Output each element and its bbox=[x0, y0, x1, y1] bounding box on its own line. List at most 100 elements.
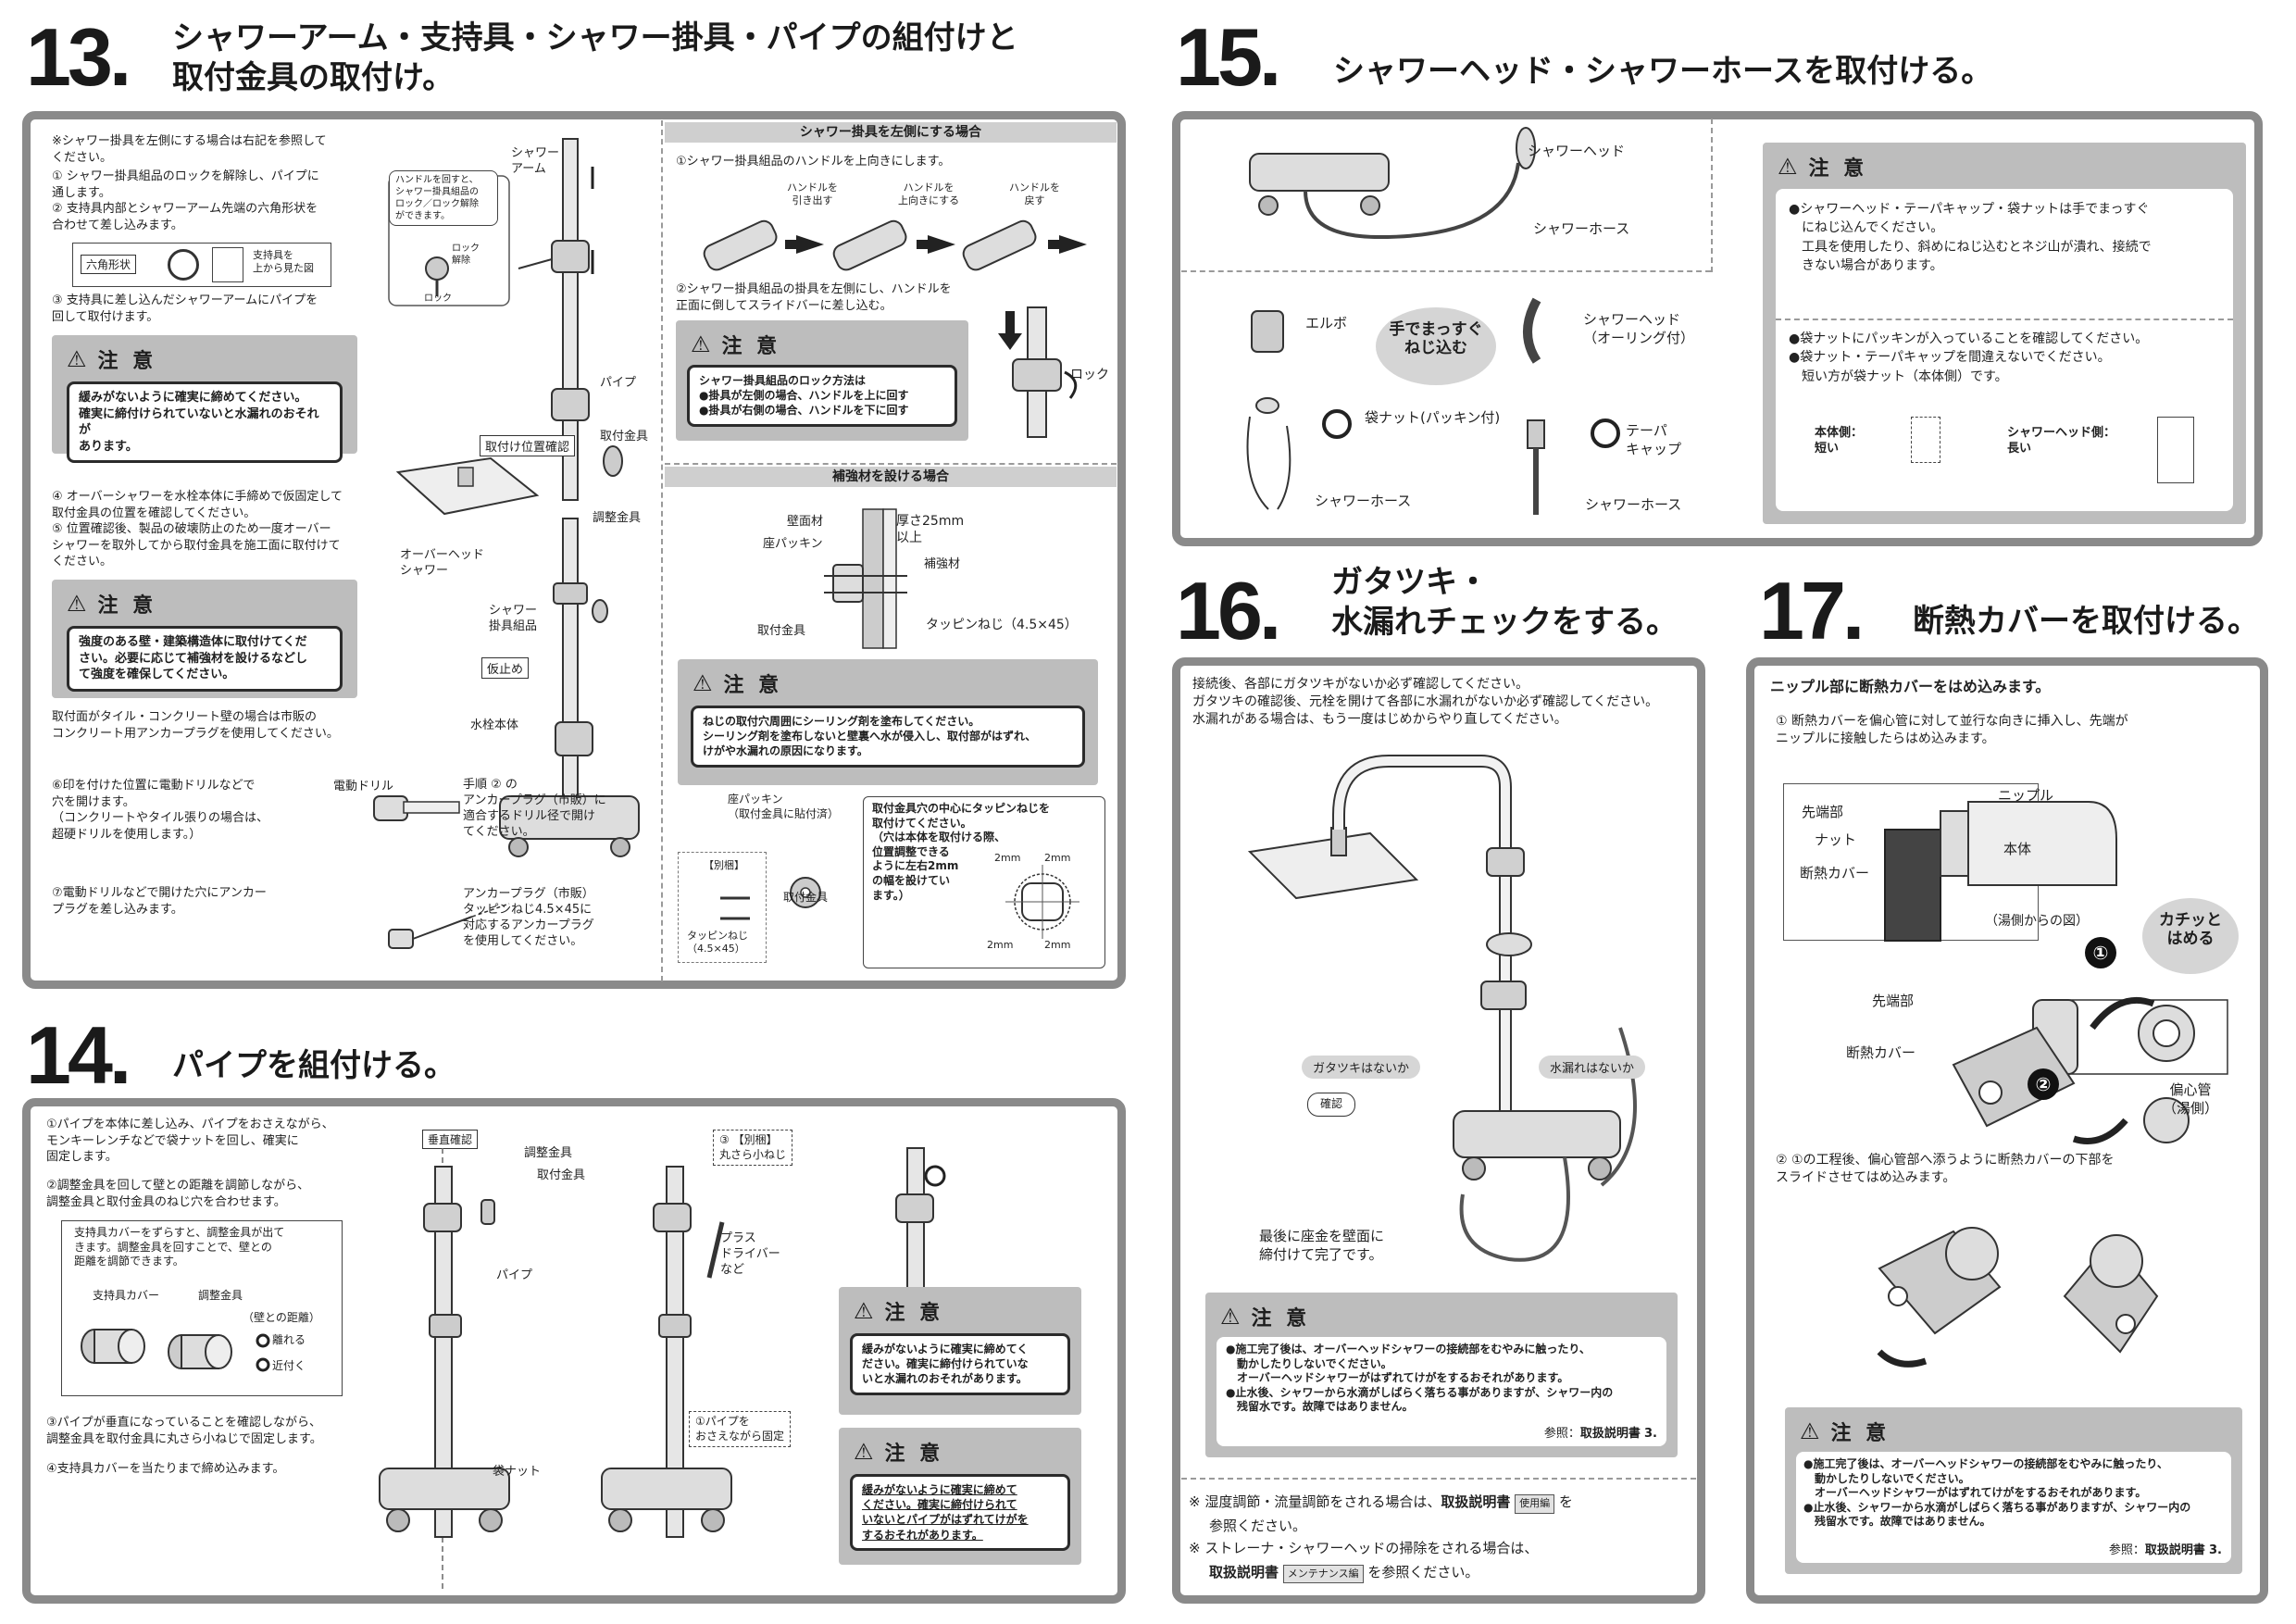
s14-pipe-illustrations bbox=[379, 1147, 946, 1593]
mm-bottom-left: 2mm bbox=[987, 939, 1014, 951]
s14-box-text: 支持具カバーをずらすと、調整金具が出て きます。調整金具を回すことで、壁との 距… bbox=[74, 1226, 285, 1268]
caution-heading: ⚠注 意 bbox=[854, 1298, 944, 1325]
s15-lbl-head: シャワーヘッド bbox=[1528, 143, 1626, 159]
s17-slide-illustration bbox=[1877, 1227, 2159, 1368]
lbl-lock-release: ロック 解除 bbox=[452, 244, 480, 266]
s15-lbl-hose-3: シャワーホース bbox=[1585, 496, 1682, 513]
step-16-number: 16. bbox=[1176, 565, 1281, 656]
s15-lbl-hose-2: シャワーホース bbox=[1315, 493, 1412, 509]
shower-head-hose-illustration bbox=[1249, 127, 1536, 240]
handle-step-b: ハンドルを 上向きにする bbox=[898, 181, 960, 207]
s17-body-illustration bbox=[1884, 801, 2117, 942]
s15-divider-v bbox=[1711, 119, 1713, 272]
s14-lbl-adjust-small: 調整金具 bbox=[198, 1289, 243, 1302]
hex-caption: 支持具を 上から見た図 bbox=[253, 249, 314, 275]
step-13-number: 13. bbox=[26, 11, 131, 103]
s13-step-6: ⑥印を付けた位置に電動ドリルなどで 穴を開けます。 （コンクリートやタイル張りの… bbox=[52, 779, 269, 842]
warning-triangle-icon: ⚠ bbox=[67, 346, 91, 372]
s13-pipe-illustration bbox=[373, 138, 640, 949]
elbow-nut-illustration bbox=[1246, 297, 1620, 515]
s17-balloon: カチッと はめる bbox=[2142, 898, 2239, 974]
lbl-temp-fix: 仮止め bbox=[481, 657, 530, 679]
s14-lbl-pipe: パイプ bbox=[496, 1268, 533, 1282]
s14-step3: ③パイプが垂直になっていることを確認しながら、 調整金具を取付金具に丸さら小ねじ… bbox=[46, 1416, 322, 1446]
s17-cover-fit-illustration bbox=[1952, 996, 2228, 1144]
left-side-step1: ①シャワー掛具組品のハンドルを上向きにします。 bbox=[676, 155, 951, 169]
s17-caution-body: ●施工完了後は、オーバーヘッドシャワーの接続部をむやみに触ったり、 動かしたりし… bbox=[1796, 1452, 2231, 1563]
s17-lbl-view: （湯側からの図） bbox=[1985, 914, 2089, 929]
s14-lbl-cover: 支持具カバー bbox=[93, 1289, 160, 1302]
s17-lbl-body: 本体 bbox=[2003, 841, 2032, 857]
step-13-title-line2: 取付金具の取付け。 bbox=[172, 58, 455, 96]
s14-step1: ①パイプを本体に差し込み、パイプをおさえながら、 モンキーレンチなどで袋ナットを… bbox=[46, 1118, 334, 1165]
s17-circle-1: ① bbox=[2085, 937, 2116, 968]
step-17-title: 断熱カバーを取付ける。 bbox=[1913, 603, 2259, 640]
s15-body-side: 本体側： 短い bbox=[1815, 426, 1864, 456]
reinforce-caution: ⚠注 意 ねじの取付穴周囲にシーリング剤を塗布してください。 シーリング剤を塗布… bbox=[678, 659, 1098, 785]
s17-lbl-eccentric: 偏心管 （湯側） bbox=[2163, 1081, 2219, 1117]
s13-steps-4-5: ④ オーバーシャワーを水栓本体に手締めで仮固定して 取付金具の位置を確認してくだ… bbox=[52, 490, 343, 569]
caution-heading: ⚠注 意 bbox=[67, 591, 157, 618]
separate-pack-box bbox=[678, 852, 767, 963]
warning-triangle-icon: ⚠ bbox=[854, 1439, 878, 1465]
lbl-overhead-shower: オーバーヘッド シャワー bbox=[400, 548, 484, 578]
caution-text: ねじの取付穴周囲にシーリング剤を塗布してください。 シーリング剤を塗布しないと壁… bbox=[691, 706, 1085, 768]
s17-step1: ① 断熱カバーを偏心管に対して並行な向きに挿入し、先端が ニップルに接触したらは… bbox=[1776, 714, 2128, 746]
s13-step-7: ⑦電動ドリルなどで開けた穴にアンカー プラグを差し込みます。 bbox=[52, 886, 267, 917]
lbl-faucet-body: 水栓本体 bbox=[470, 718, 519, 732]
step-16-title-line1: ガタツキ・ bbox=[1331, 564, 1489, 601]
s14-lbl-adjust: 調整金具 bbox=[524, 1146, 573, 1160]
s14-step4: ④支持具カバーを当たりまで締め込みます。 bbox=[46, 1462, 285, 1476]
s17-ref: 参照：取扱説明書 3. bbox=[2108, 1543, 2222, 1557]
caution-text: シャワー掛具組品のロック方法は ●掛具が左側の場合、ハンドルを上に回す ●掛具が… bbox=[687, 365, 957, 427]
warning-triangle-icon: ⚠ bbox=[67, 591, 91, 617]
lbl-tapping-screw: タッピンねじ（4.5×45） bbox=[926, 618, 1078, 632]
handle-step-c: ハンドルを 戻す bbox=[1009, 181, 1060, 207]
s13-caution-1: ⚠注 意 緩みがないように確実に締めてください。 確実に締付けられていないと水漏… bbox=[52, 335, 357, 464]
s14-lbl-nut: 袋ナット bbox=[493, 1465, 542, 1479]
s13-steps-1-2: ① シャワー掛具組品のロックを解除し、パイプに 通します。 ② 支持具内部とシャ… bbox=[52, 169, 319, 232]
s15-lbl-elbow: エルボ bbox=[1305, 315, 1348, 331]
s15-caution-body: ●シャワーヘッド・テーパキャップ・袋ナットは手でまっすぐ にねじ込んでください。… bbox=[1776, 189, 2233, 511]
s16-caution: ⚠注 意 ●施工完了後は、オーバーヘッドシャワーの接続部をむやみに触ったり、 動… bbox=[1205, 1293, 1678, 1457]
hex-figure-box: 六角形状 支持具を 上から見た図 bbox=[72, 243, 331, 287]
caution-text: 緩みがないように確実に締めてく ださい。確実に締付けられていな いと水漏れのおそ… bbox=[850, 1333, 1070, 1395]
s17-step2: ② ①の工程後、偏心管部へ添うように断熱カバーの下部を スライドさせてはめ込みま… bbox=[1776, 1153, 2115, 1185]
adjust-fitting-illustration bbox=[81, 1329, 270, 1372]
mm-top-right: 2mm bbox=[1044, 852, 1071, 864]
s17-lbl-tip: 先端部 bbox=[1802, 804, 1844, 820]
s14-step2: ②調整金具を回して壁との距離を調節しながら、 調整金具と取付金具のねじ穴を合わせ… bbox=[46, 1179, 310, 1209]
s14-vertical-check: 垂直確認 bbox=[422, 1130, 479, 1149]
center-note: 取付金具穴の中心にタッピンねじを 取付けてください。 （穴は本体を取付ける際、 … bbox=[872, 802, 1051, 902]
s16-divider bbox=[1181, 1478, 1696, 1480]
caution-heading: ⚠注 意 bbox=[693, 670, 783, 697]
lbl-fitting-2: 取付金具 bbox=[783, 891, 829, 904]
screw-hole-diagram bbox=[1005, 865, 1079, 939]
mm-top-left: 2mm bbox=[994, 852, 1021, 864]
left-side-step2: ②シャワー掛具組品の掛具を左側にし、ハンドルを 正面に倒してスライドバーに差し込… bbox=[676, 282, 952, 313]
lbl-fitting: 取付金具 bbox=[600, 430, 649, 443]
step-15-title: シャワーヘッド・シャワーホースを取付ける。 bbox=[1333, 53, 1993, 90]
s16-check-bubble: 確認 bbox=[1307, 1093, 1355, 1117]
lbl-screw-2: タッピンねじ （4.5×45） bbox=[687, 930, 748, 956]
lbl-lock: ロック bbox=[424, 294, 452, 304]
s15-caution-divider bbox=[1776, 319, 2233, 320]
s15-lbl-taper: テーパ キャップ bbox=[1626, 422, 1682, 457]
s17-lbl-cover: 断熱カバー bbox=[1800, 865, 1870, 881]
caution-heading: ⚠注 意 bbox=[67, 346, 157, 373]
fitting-parts-illustration bbox=[720, 877, 821, 920]
step-13-title-line1: シャワーアーム・支持具・シャワー掛具・パイプの組付けと bbox=[172, 19, 1018, 56]
s14-caution-2: ⚠注 意 緩みがないように確実に締めて ください。確実に締付けられて いないとパ… bbox=[839, 1428, 1081, 1565]
s17-caution-text: ●施工完了後は、オーバーヘッドシャワーの接続部をむやみに触ったり、 動かしたりし… bbox=[1803, 1457, 2191, 1529]
s15-lbl-nut: 袋ナット(パッキン付) bbox=[1365, 409, 1501, 426]
hex-label: 六角形状 bbox=[81, 255, 137, 274]
s13-divider bbox=[661, 120, 663, 981]
s15-caution-text-1: ●シャワーヘッド・テーパキャップ・袋ナットは手でまっすぐ にねじ込んでください。… bbox=[1789, 202, 2152, 273]
warning-triangle-icon: ⚠ bbox=[1800, 1418, 1824, 1444]
slide-bar-lock-illustration bbox=[998, 306, 1078, 438]
s17-lbl-nut: ナット bbox=[1815, 831, 1857, 848]
s13-tile-note: 取付面がタイル・コンクリート壁の場合は市販の コンクリート用アンカープラグを使用… bbox=[52, 710, 339, 741]
handle-sequence-illustration bbox=[703, 219, 1087, 271]
s14-lbl-away: 離れる bbox=[272, 1333, 306, 1346]
s17-caution: ⚠注 意 ●施工完了後は、オーバーヘッドシャワーの接続部をむやみに触ったり、 動… bbox=[1785, 1407, 2242, 1574]
